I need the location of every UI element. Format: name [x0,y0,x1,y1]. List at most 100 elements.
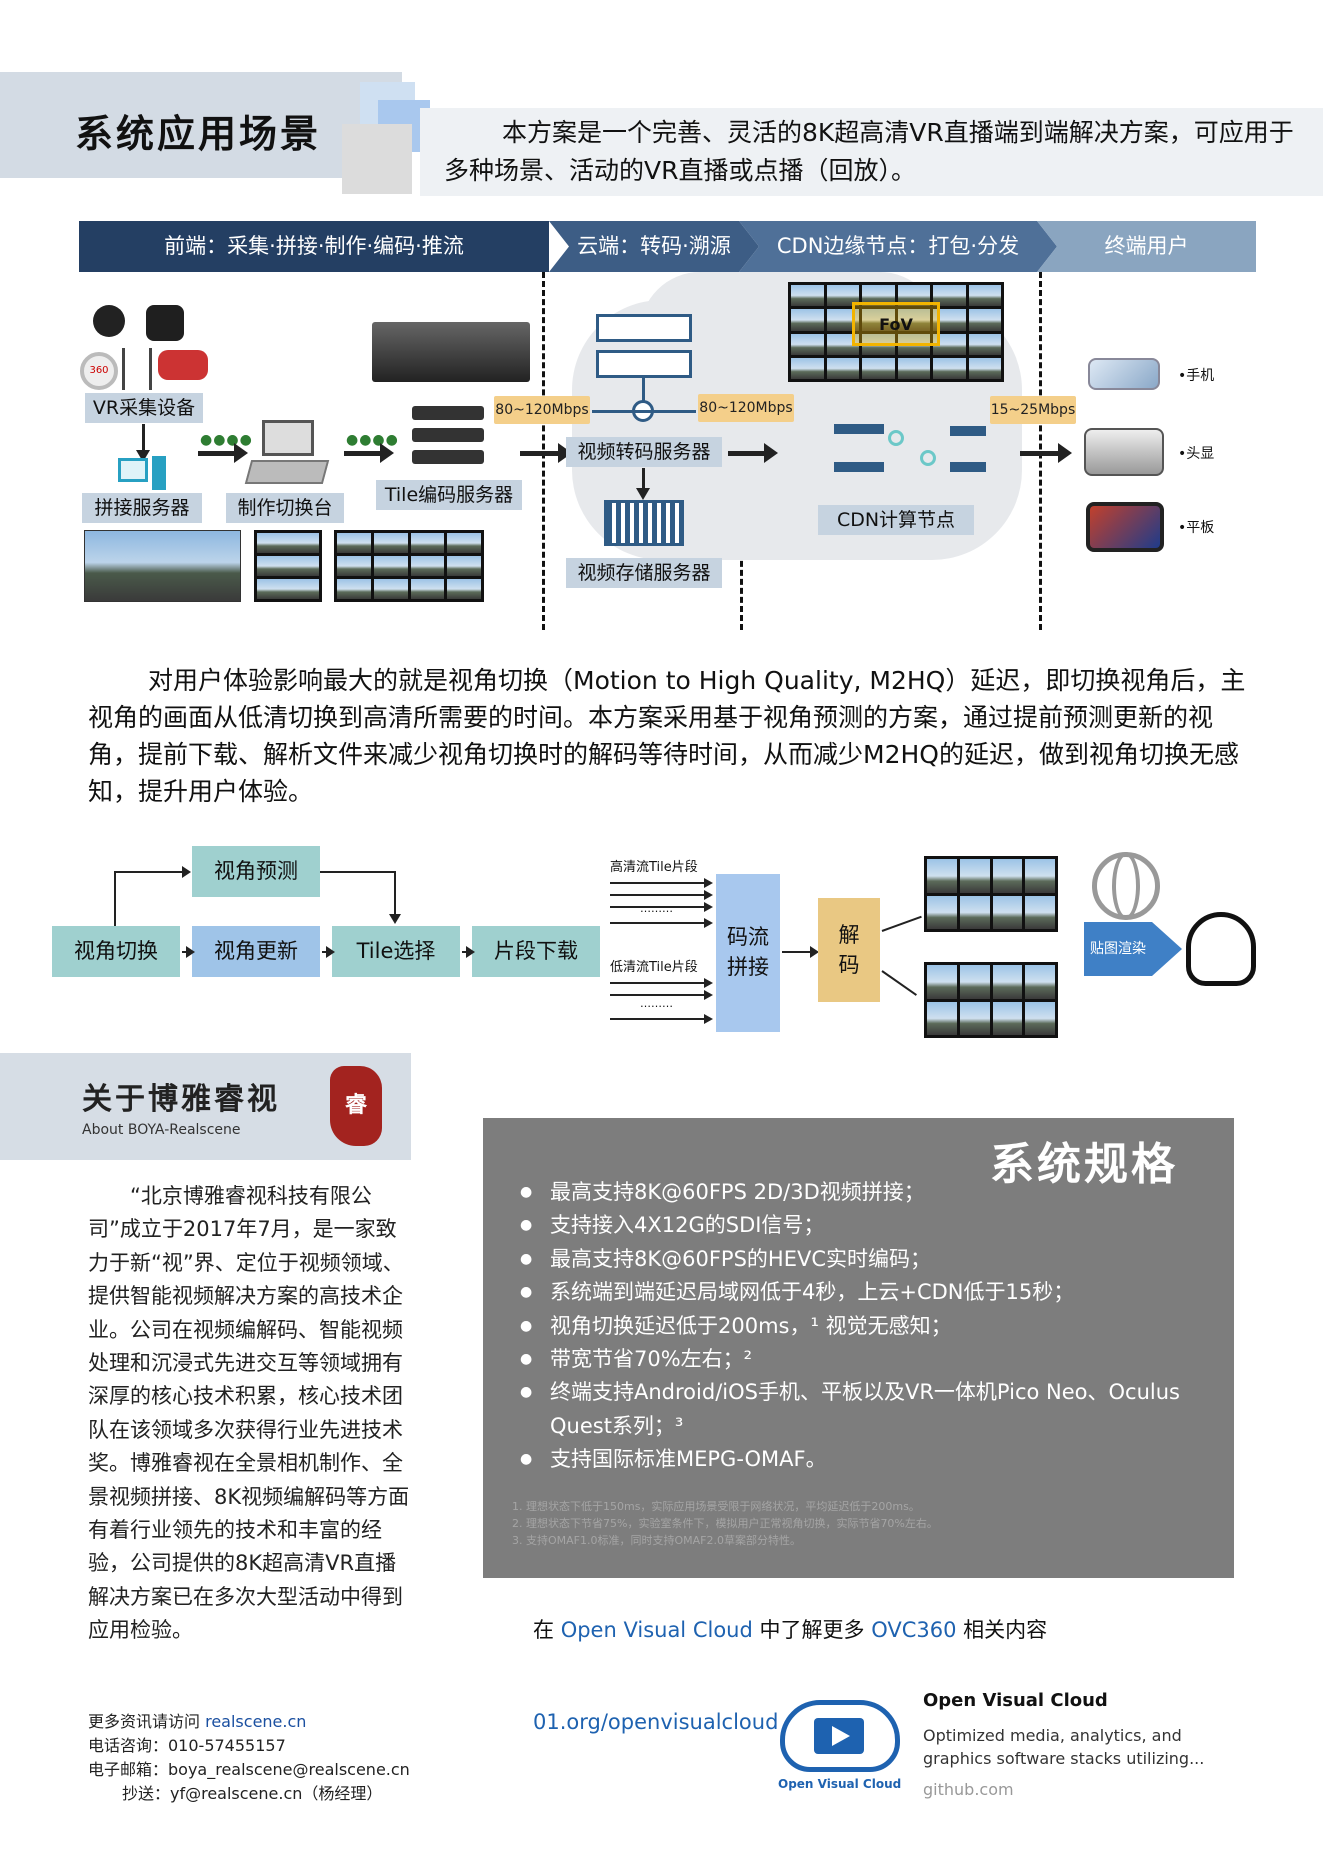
intro-text: 本方案是一个完善、灵活的8K超高清VR直播端到端解决方案，可应用于多种场景、活动… [444,118,1294,185]
pipeline-header-bar: 前端：采集·拼接·制作·编码·推流 云端：转码·溯源 CDN边缘节点：打包·分发… [79,221,1256,272]
ovc-card-desc: Optimized media, analytics, and graphics… [923,1726,1205,1768]
bitrate-badge: 15~25Mbps [990,396,1076,424]
bitrate-badge: 80~120Mbps [698,394,794,422]
stream-arrow [610,1014,713,1024]
label-switcher: 制作切换台 [226,493,344,523]
flow-tile-select: Tile选择 [332,926,460,977]
rack-server-image [372,322,530,382]
arrow-right [520,443,572,463]
server-unit-icon [412,406,484,420]
contact-cc: 抄送：yf@realscene.cn（杨经理） [122,1784,383,1803]
computer-tower-icon [152,456,166,490]
spec-footnotes: 1. 理想状态下低于150ms，实际应用场景受限于网络状况，平均延迟低于200m… [512,1498,1212,1549]
flow-arrowhead [389,914,401,924]
device-label-tablet: •平板 [1178,520,1215,536]
m2hq-paragraph: 对用户体验影响最大的就是视角切换（Motion to High Quality,… [88,666,1246,806]
camera-icon [93,305,125,337]
stream-arrow [610,878,713,888]
spec-item: 带宽节省70%左右；² [520,1343,1220,1377]
network-line [642,378,645,406]
pipeline-segment-cdn: CDN边缘节点：打包·分发 [739,221,1057,272]
server-icon [596,314,692,342]
decode-text: 解码 [838,923,860,977]
ovc-url-link[interactable]: 01.org/openvisualcloud [533,1710,779,1734]
contact-visit: 更多资讯请访问 realscene.cn [88,1708,306,1732]
panorama-photo [84,530,241,602]
pipeline-segment-user: 终端用户 [1037,221,1256,272]
flow-view-switch: 视角切换 [52,926,180,977]
play-icon [832,1726,850,1746]
arrow-down [136,424,150,462]
decor-square [342,124,412,194]
stream-arrow [610,890,713,900]
flow-arrow [182,946,195,958]
flow-connector [320,871,396,873]
flow-decode: 解码 [818,898,880,1002]
label-cdn-node: CDN计算节点 [818,505,974,535]
tablet-icon [1086,502,1164,552]
section-title-about: 关于博雅睿视 [82,1082,280,1117]
contact-visit-label: 更多资讯请访问 [88,1712,201,1731]
label-transcode-server: 视频转码服务器 [566,437,722,467]
cdn-line-icon [834,462,884,472]
contact-phone: 电话咨询：010-57455157 [88,1736,286,1755]
device-label-headset: •头显 [1178,446,1215,462]
spec-item: 终端支持Android/iOS手机、平板以及VR一体机Pico Neo、Ocul… [520,1376,1220,1443]
spec-list: 最高支持8K@60FPS 2D/3D视频拼接； 支持接入4X12G的SDI信号；… [520,1176,1220,1477]
about-body: “北京博雅睿视科技有限公司”成立于2017年7月，是一家致力于新“视”界、定位于… [88,1184,410,1643]
pipeline-segment-cloud: 云端：转码·溯源 [549,221,759,272]
ovc-text: 在 [533,1618,554,1642]
stream-arrow [610,918,713,928]
arrow-right [728,443,778,463]
flow-segment-download: 片段下载 [472,926,600,977]
rig-camera-icon [158,350,208,380]
spec-item: 支持接入4X12G的SDI信号； [520,1209,1220,1243]
fov-tile-grid [788,282,1004,382]
bitrate-badge: 80~120Mbps [494,396,590,424]
flow-connector [881,970,917,996]
label-tile-encoder: Tile编码服务器 [376,480,522,510]
intro-band [420,108,1323,196]
ovc-link[interactable]: Open Visual Cloud [560,1618,753,1642]
label-stitch-server: 拼接服务器 [82,493,202,523]
server-unit-icon [412,450,484,464]
stream-arrow [610,990,713,1000]
website-link[interactable]: realscene.cn [205,1712,307,1731]
arrow-right [1020,443,1072,463]
label-storage-server: 视频存储服务器 [566,558,722,588]
hq-tile-grid [924,856,1058,932]
contact-email: 电子邮箱：boya_realscene@realscene.cn [88,1760,410,1779]
headset-icon [1084,428,1164,476]
spec-item: 最高支持8K@60FPS 2D/3D视频拼接； [520,1176,1220,1210]
fov-box: FoV [852,302,940,346]
stream-arrow [610,902,713,912]
arrow-right [198,443,248,463]
label-vr-capture: VR采集设备 [85,393,203,423]
phone-icon [1088,358,1160,390]
camera-360-icon: 360 [80,352,118,390]
spec-footnote: 1. 理想状态下低于150ms，实际应用场景受限于网络状况，平均延迟低于200m… [512,1500,920,1513]
flow-stream-stitch: 码流拼接 [716,874,780,1032]
spec-footnote: 3. 支持OMAF1.0标准，同时支持OMAF2.0草案部分特性。 [512,1534,801,1547]
flow-arrow [322,946,335,958]
spec-item: 最高支持8K@60FPS的HEVC实时编码； [520,1243,1220,1277]
ovc-cloud-logo-icon [780,1700,900,1772]
ovc360-link[interactable]: OVC360 [871,1618,957,1642]
server-unit-icon [412,428,484,442]
ellipsis: ……… [640,997,673,1010]
flow-arrow [782,946,819,958]
pipeline-segment-frontend: 前端：采集·拼接·制作·编码·推流 [79,221,549,272]
render-arrow: 贴图渲染 [1084,922,1182,976]
monitor-icon [262,420,314,456]
storage-icon [604,500,684,546]
spec-item: 视角切换延迟低于200ms，¹ 视觉无感知； [520,1310,1220,1344]
header-band [0,72,402,178]
flow-connector [394,871,396,917]
ellipsis: ……… [640,902,673,915]
section-title-scenarios: 系统应用场景 [75,112,322,156]
tripod-camera-icon [122,348,152,390]
ovc-card-title[interactable]: Open Visual Cloud [923,1690,1108,1711]
about-subtitle: About BOYA-Realscene [82,1122,241,1138]
switcher-photo [254,530,322,602]
flow-view-predict: 视角预测 [192,846,320,897]
